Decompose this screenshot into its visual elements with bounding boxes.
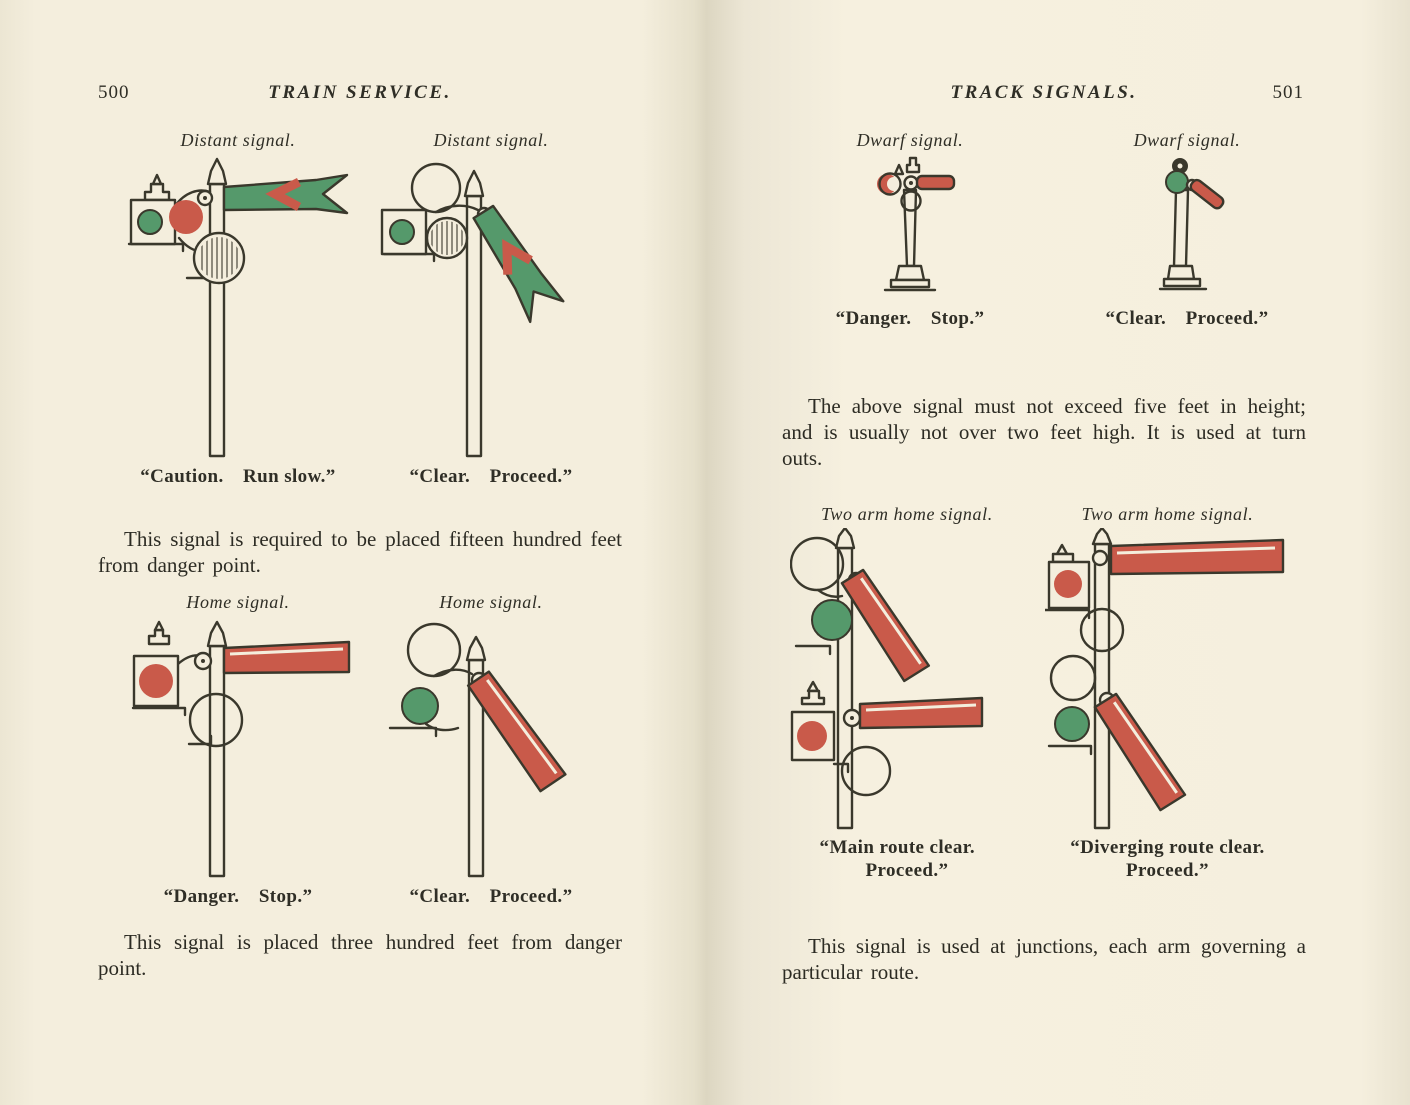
- figure-label: “Diverging route clear. Proceed.”: [1070, 837, 1265, 881]
- figure-dwarf-signal-clear: Dwarf signal. “Clear. Proceed.”: [1082, 128, 1292, 330]
- figure-label: “Clear. Proceed.”: [409, 466, 573, 487]
- green-lens: [810, 599, 853, 641]
- figure-label: “Main route clear. Proceed.”: [819, 837, 995, 881]
- spectacle-ring: [410, 162, 462, 214]
- running-head-right: TRACK SIGNALS. 501: [782, 82, 1306, 108]
- spectacle-ring: [789, 536, 844, 592]
- figure-distant-signal-clear: Distant signal. “Clea: [376, 128, 606, 488]
- signal-post: [1093, 542, 1111, 830]
- lamp-ring: [877, 172, 902, 196]
- page-number-right: 501: [1272, 82, 1304, 103]
- upper-semaphore-arm: [1109, 538, 1285, 576]
- signal-post: [902, 188, 917, 268]
- green-lens: [389, 219, 415, 245]
- figure-label: “Danger. Stop.”: [163, 886, 313, 907]
- red-lens: [1054, 570, 1082, 598]
- paragraph-distant: This signal is required to be placed fif…: [98, 527, 622, 577]
- figure-caption: Two arm home signal.: [821, 504, 993, 524]
- paragraph-home: This signal is placed three hundred feet…: [98, 930, 622, 980]
- figure-home-signal-clear: Home signal. “Clear. Proceed.”: [376, 590, 606, 908]
- figure-dwarf-signal-danger: Dwarf signal. “Danger. Stop.”: [810, 128, 1010, 330]
- paragraph-dwarf: The above signal must not exceed five fe…: [782, 394, 1306, 470]
- post-finial: [834, 528, 855, 550]
- figure-caption: Two arm home signal.: [1081, 504, 1254, 524]
- running-title-right: TRACK SIGNALS.: [950, 82, 1138, 103]
- paragraph-two-arm: This signal is used at junctions, each a…: [782, 934, 1306, 984]
- figure-caption: Dwarf signal.: [856, 130, 964, 150]
- signal-post: [208, 644, 226, 878]
- two-arm-home-signal-diverging-drawing: [1045, 528, 1285, 830]
- spectacle-ring: [840, 745, 891, 797]
- figure-home-signal-danger: Home signal. “Danger. Stop.”: [93, 590, 383, 908]
- figure-two-arm-diverging-route-clear: Two arm home signal.: [1040, 502, 1295, 882]
- semaphore-arm: [1189, 178, 1224, 210]
- post-finial: [206, 157, 228, 186]
- semaphore-arm-fishtail: [222, 173, 349, 215]
- spectacle-ring: [188, 692, 244, 748]
- lower-semaphore-arm: [858, 696, 983, 730]
- pivot: [1091, 549, 1109, 567]
- spectacle-ring: [1079, 607, 1125, 653]
- green-lens: [401, 687, 439, 725]
- post-finial: [463, 169, 485, 198]
- green-lens: [1164, 170, 1189, 194]
- dwarf-signal-danger-drawing: [876, 156, 955, 292]
- green-lens: [1054, 706, 1090, 742]
- upper-semaphore-arm: [840, 568, 930, 683]
- running-title-left: TRAIN SERVICE.: [268, 82, 452, 103]
- page-left: 500 TRAIN SERVICE. Distant signal.: [98, 0, 622, 1105]
- page-number-left: 500: [98, 82, 130, 103]
- lower-semaphore-arm: [1093, 692, 1187, 812]
- dwarf-signal-clear-drawing: [1158, 158, 1224, 291]
- home-signal-clear-drawing: [388, 622, 567, 878]
- semaphore-arm: [466, 670, 567, 793]
- post-finial: [465, 635, 487, 662]
- signal-post: [1172, 188, 1189, 268]
- arm-chevron: [502, 239, 533, 275]
- post-finial: [206, 620, 228, 648]
- red-glass: [169, 200, 203, 234]
- figure-label: “Clear. Proceed.”: [1105, 308, 1269, 329]
- distant-signal-caution-drawing: [127, 157, 349, 458]
- semaphore-arm: [915, 174, 955, 191]
- red-lens: [139, 664, 173, 698]
- spectacle-ring: [406, 622, 462, 678]
- figure-two-arm-main-route-clear: Two arm home signal.: [782, 502, 1032, 882]
- semaphore-arm-fishtail: [472, 204, 565, 324]
- spectacle-ring: [899, 190, 922, 212]
- figure-caption: Distant signal.: [180, 130, 296, 150]
- semaphore-arm: [222, 640, 351, 675]
- signal-post: [465, 194, 483, 458]
- distant-signal-clear-drawing: [380, 162, 565, 458]
- figure-label: “Danger. Stop.”: [835, 308, 985, 329]
- post-finial: [1091, 528, 1113, 546]
- spectacle-ring: [1049, 654, 1097, 702]
- figure-caption: Home signal.: [186, 592, 290, 612]
- figure-caption: Home signal.: [439, 592, 543, 612]
- figure-caption: Dwarf signal.: [1133, 130, 1241, 150]
- home-signal-danger-drawing: [131, 620, 351, 878]
- signal-post: [208, 182, 226, 458]
- figure-label: “Clear. Proceed.”: [409, 886, 573, 907]
- two-arm-home-signal-main-drawing: [789, 528, 983, 830]
- figure-caption: Distant signal.: [433, 130, 549, 150]
- figure-distant-signal-caution: Distant signal.: [93, 128, 383, 488]
- figure-label: “Caution. Run slow.”: [140, 466, 336, 487]
- green-lens: [137, 209, 163, 235]
- page-right: TRACK SIGNALS. 501 Dwarf signal. “D: [782, 0, 1306, 1105]
- arm-chevron: [265, 177, 302, 211]
- running-head-left: 500 TRAIN SERVICE.: [98, 82, 622, 108]
- red-lens: [796, 721, 827, 751]
